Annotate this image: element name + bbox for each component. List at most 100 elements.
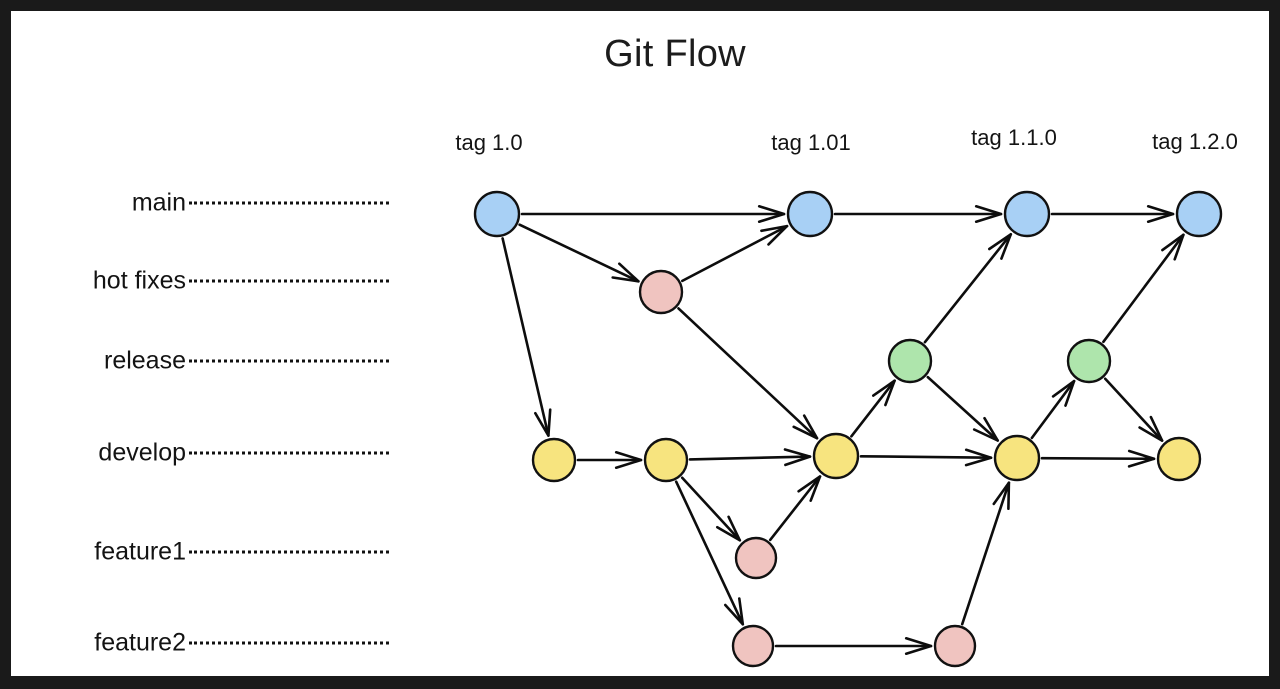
edge-arrowhead bbox=[757, 205, 786, 223]
lane-guide-main bbox=[189, 201, 389, 205]
edge-arrowhead bbox=[614, 451, 643, 469]
node-circle-feature1[interactable] bbox=[734, 536, 778, 580]
edge-arrowhead bbox=[1161, 233, 1185, 261]
commit-node-feature2-2[interactable] bbox=[933, 624, 977, 668]
commit-node-hotfix-1[interactable] bbox=[638, 269, 684, 315]
edge-feature2-1-to-feature2-2 bbox=[774, 637, 933, 655]
commit-node-main-3[interactable] bbox=[1003, 190, 1051, 238]
node-circle-main[interactable] bbox=[1175, 190, 1223, 238]
edge-line bbox=[501, 237, 550, 437]
node-circle-main[interactable] bbox=[1003, 190, 1051, 238]
lane-guide-feature2 bbox=[189, 641, 389, 645]
edge-main-1-to-develop-1 bbox=[501, 237, 552, 437]
edge-arrowhead bbox=[1127, 449, 1156, 468]
edge-hotfix-1-to-develop-3 bbox=[677, 307, 819, 440]
tag-label-tag-1-1-0: tag 1.1.0 bbox=[971, 125, 1057, 150]
lane-label-feature2: feature2 bbox=[94, 628, 186, 657]
edge-main-1-to-main-2 bbox=[520, 205, 786, 223]
tag-label-tag-1-01: tag 1.01 bbox=[771, 130, 851, 155]
commit-node-feature2-1[interactable] bbox=[731, 624, 775, 668]
git-graph bbox=[473, 190, 1223, 668]
lane-guide-release bbox=[189, 359, 389, 363]
lane-label-hotfixes: hot fixes bbox=[92, 266, 186, 295]
commit-node-develop-4[interactable] bbox=[993, 434, 1041, 482]
node-circle-develop[interactable] bbox=[643, 437, 689, 483]
edge-line bbox=[1103, 377, 1164, 442]
edge-arrowhead bbox=[1138, 415, 1164, 442]
node-circle-develop[interactable] bbox=[812, 432, 860, 480]
lane-guide-feature1 bbox=[189, 550, 389, 554]
edge-release-2-to-main-4 bbox=[1102, 233, 1185, 344]
edge-line bbox=[859, 454, 993, 460]
node-circle-main[interactable] bbox=[786, 190, 834, 238]
commit-node-main-2[interactable] bbox=[786, 190, 834, 238]
commit-node-develop-3[interactable] bbox=[812, 432, 860, 480]
lane-label-main: main bbox=[131, 188, 186, 217]
edge-develop-2-to-feature2-1 bbox=[674, 480, 745, 626]
edge-arrowhead bbox=[964, 448, 993, 467]
edge-arrowhead bbox=[760, 224, 789, 246]
node-circle-release[interactable] bbox=[887, 338, 933, 384]
node-circle-develop[interactable] bbox=[1156, 436, 1202, 482]
lane-label-feature1: feature1 bbox=[94, 537, 186, 566]
commit-node-main-4[interactable] bbox=[1175, 190, 1223, 238]
edge-arrowhead bbox=[1051, 379, 1076, 407]
edge-arrowhead bbox=[611, 262, 640, 283]
edge-arrowhead bbox=[534, 408, 552, 437]
node-circle-main[interactable] bbox=[473, 190, 521, 238]
edge-line bbox=[960, 481, 1011, 626]
edge-develop-3-to-release-1 bbox=[850, 379, 896, 438]
edge-arrowhead bbox=[972, 416, 999, 442]
edge-arrowhead bbox=[988, 233, 1013, 260]
edge-arrowhead bbox=[872, 379, 896, 407]
lane-label-release: release bbox=[104, 346, 186, 375]
edge-feature2-2-to-develop-4 bbox=[960, 481, 1011, 626]
edge-line bbox=[674, 480, 745, 626]
node-circle-feature2[interactable] bbox=[933, 624, 977, 668]
lane-label-develop: develop bbox=[98, 438, 186, 467]
edge-main-1-to-hotfix-1 bbox=[518, 223, 640, 283]
node-circle-develop[interactable] bbox=[993, 434, 1041, 482]
node-circle-release[interactable] bbox=[1066, 338, 1112, 384]
commit-node-develop-2[interactable] bbox=[643, 437, 689, 483]
edge-line bbox=[680, 476, 742, 542]
commit-node-release-1[interactable] bbox=[887, 338, 933, 384]
edge-main-2-to-main-3 bbox=[833, 205, 1003, 223]
edge-develop-4-to-develop-5 bbox=[1040, 449, 1156, 468]
edge-arrowhead bbox=[1146, 205, 1175, 223]
edge-line bbox=[926, 375, 1000, 442]
edge-line bbox=[923, 233, 1013, 344]
edge-line bbox=[680, 224, 789, 283]
edge-develop-4-to-release-2 bbox=[1030, 379, 1076, 440]
edge-arrowhead bbox=[992, 481, 1011, 510]
commit-node-develop-1[interactable] bbox=[531, 437, 577, 483]
commit-node-main-1[interactable] bbox=[473, 190, 521, 238]
edge-arrowhead bbox=[792, 414, 819, 440]
edge-line bbox=[768, 475, 822, 542]
commit-node-release-2[interactable] bbox=[1066, 338, 1112, 384]
tag-label-tag-1-0: tag 1.0 bbox=[455, 130, 523, 155]
node-circle-develop[interactable] bbox=[531, 437, 577, 483]
edge-release-1-to-main-3 bbox=[923, 233, 1013, 344]
edge-line bbox=[850, 379, 896, 438]
edge-arrowhead bbox=[716, 515, 742, 542]
node-circle-feature2[interactable] bbox=[731, 624, 775, 668]
commit-node-feature1-1[interactable] bbox=[734, 536, 778, 580]
edge-arrowhead bbox=[724, 597, 745, 626]
edge-main-3-to-main-4 bbox=[1050, 205, 1175, 223]
commit-node-develop-5[interactable] bbox=[1156, 436, 1202, 482]
edge-line bbox=[677, 307, 819, 440]
edge-arrowhead bbox=[974, 205, 1003, 223]
edge-line bbox=[1102, 233, 1185, 344]
edge-feature1-1-to-develop-3 bbox=[768, 475, 822, 542]
edge-line bbox=[1040, 456, 1156, 461]
tag-label-tag-1-2-0: tag 1.2.0 bbox=[1152, 129, 1238, 154]
edge-line bbox=[688, 455, 812, 461]
edge-develop-2-to-develop-3 bbox=[688, 448, 812, 467]
lane-guide-develop bbox=[189, 451, 389, 455]
edge-arrowhead bbox=[904, 637, 933, 655]
node-circle-hotfixes[interactable] bbox=[638, 269, 684, 315]
edge-develop-3-to-develop-4 bbox=[859, 448, 993, 467]
